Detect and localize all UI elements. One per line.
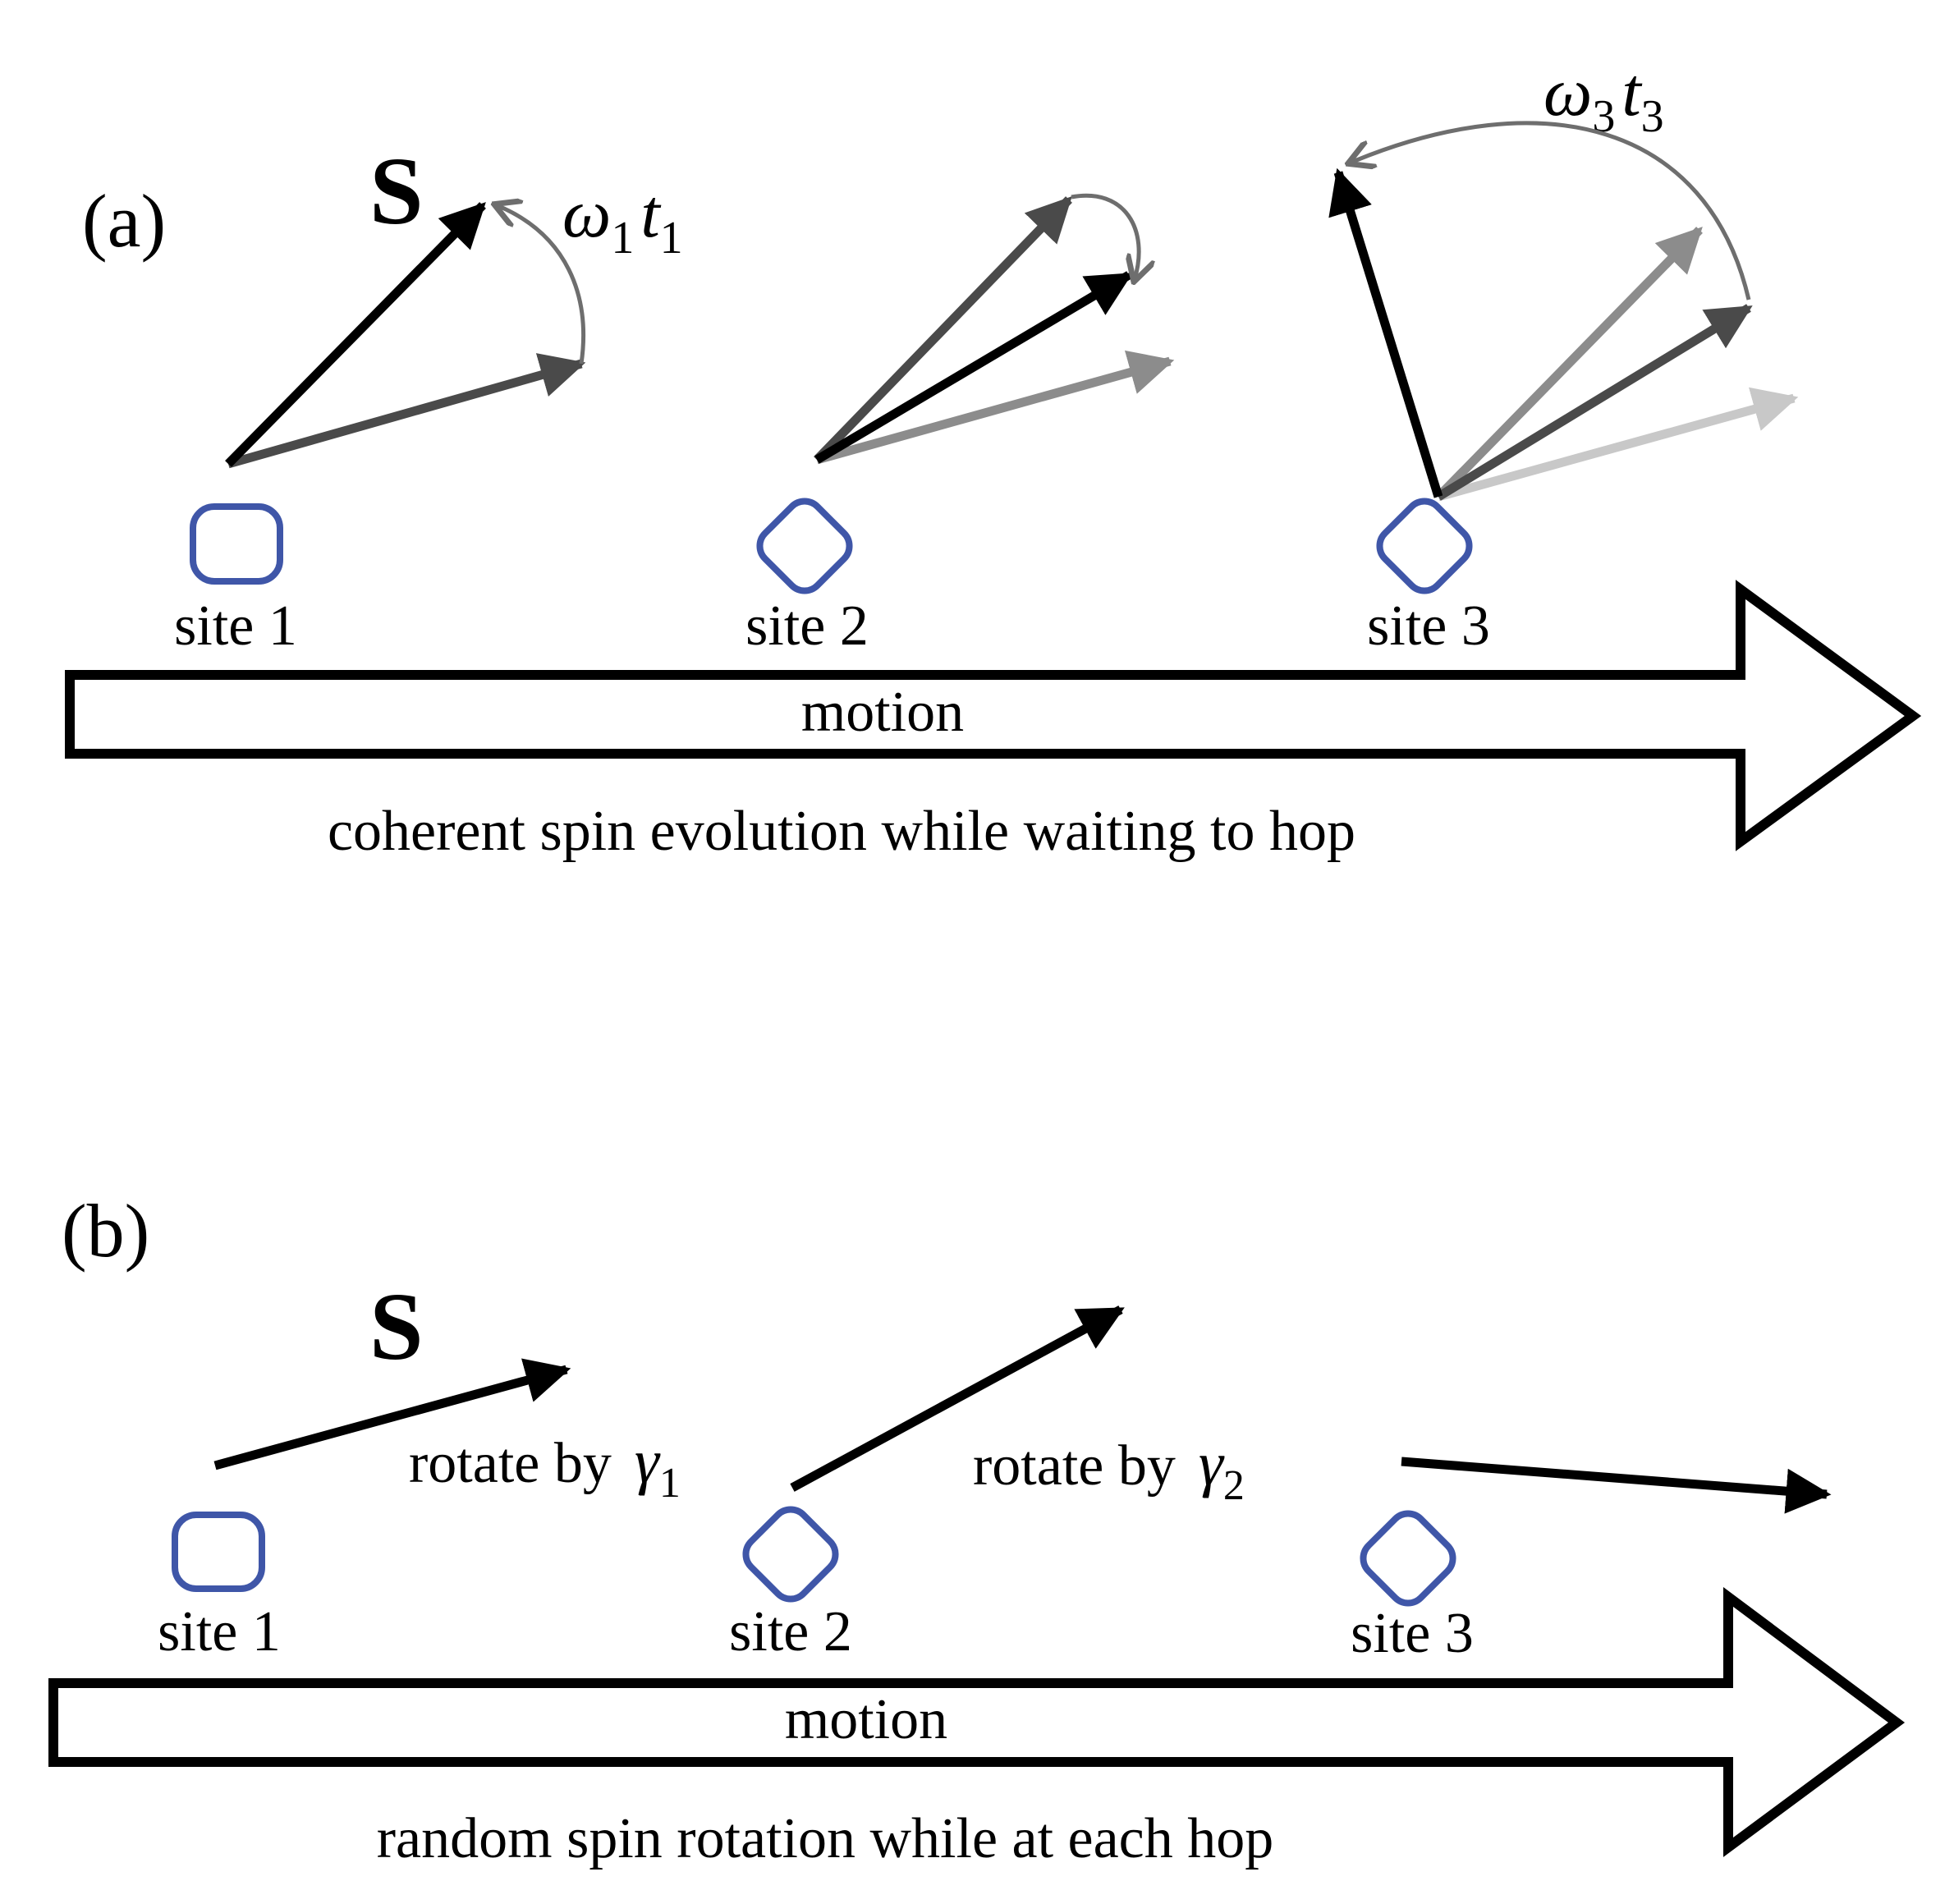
- rotation-arc: [1071, 193, 1139, 279]
- motion-arrow: [65, 580, 1922, 851]
- rotation-arc: [497, 205, 585, 365]
- panel-b-label: (b): [62, 1189, 149, 1273]
- spin-vector: [790, 1305, 1125, 1492]
- site-3-marker: [1360, 1510, 1456, 1607]
- site-3-marker: [1376, 498, 1473, 594]
- spin-vector-history: [814, 196, 1072, 463]
- panel-a: (a) S ω1t1 ω3t3 site 1 site 2 site 3 mot…: [65, 54, 1922, 863]
- panel-b-spin-label: S: [369, 1273, 424, 1380]
- spin-vector-history: [815, 350, 1175, 465]
- panel-a-label: (a): [82, 179, 166, 263]
- panel-a-spin-label: S: [369, 137, 424, 245]
- motion-arrow: [48, 1587, 1906, 1857]
- site-1-label: site 1: [158, 1600, 281, 1663]
- spin-vector: [213, 1358, 571, 1470]
- spin-vector-current: [814, 271, 1133, 464]
- rotation-arc: [1351, 121, 1751, 301]
- site-2-marker: [756, 498, 853, 594]
- panel-b-caption: random spin rotation while at each hop: [377, 1807, 1274, 1870]
- spin-vector-history: [1436, 304, 1753, 501]
- panel-a-angle3-label: ω3t3: [1543, 54, 1664, 142]
- site-3-label: site 3: [1351, 1602, 1474, 1665]
- spin-vector-history: [227, 353, 586, 469]
- site-2-label: site 2: [729, 1600, 852, 1663]
- site-2-label: site 2: [745, 594, 869, 658]
- spin-vector: [1401, 1457, 1832, 1514]
- panel-a-angle1-label: ω1t1: [562, 176, 683, 264]
- motion-label: motion: [785, 1688, 947, 1751]
- site-3-label: site 3: [1367, 594, 1490, 658]
- site-1-label: site 1: [174, 594, 297, 658]
- site-1-marker: [190, 503, 283, 585]
- spin-vector-current: [1328, 167, 1443, 498]
- spin-vector-history: [1437, 387, 1799, 502]
- site-2-marker: [742, 1506, 839, 1603]
- spin-vector-current: [225, 202, 486, 467]
- panel-a-caption: coherent spin evolution while waiting to…: [328, 800, 1355, 863]
- motion-label: motion: [801, 681, 964, 744]
- site-1-marker: [172, 1512, 265, 1592]
- spin-vector-history: [1435, 227, 1703, 500]
